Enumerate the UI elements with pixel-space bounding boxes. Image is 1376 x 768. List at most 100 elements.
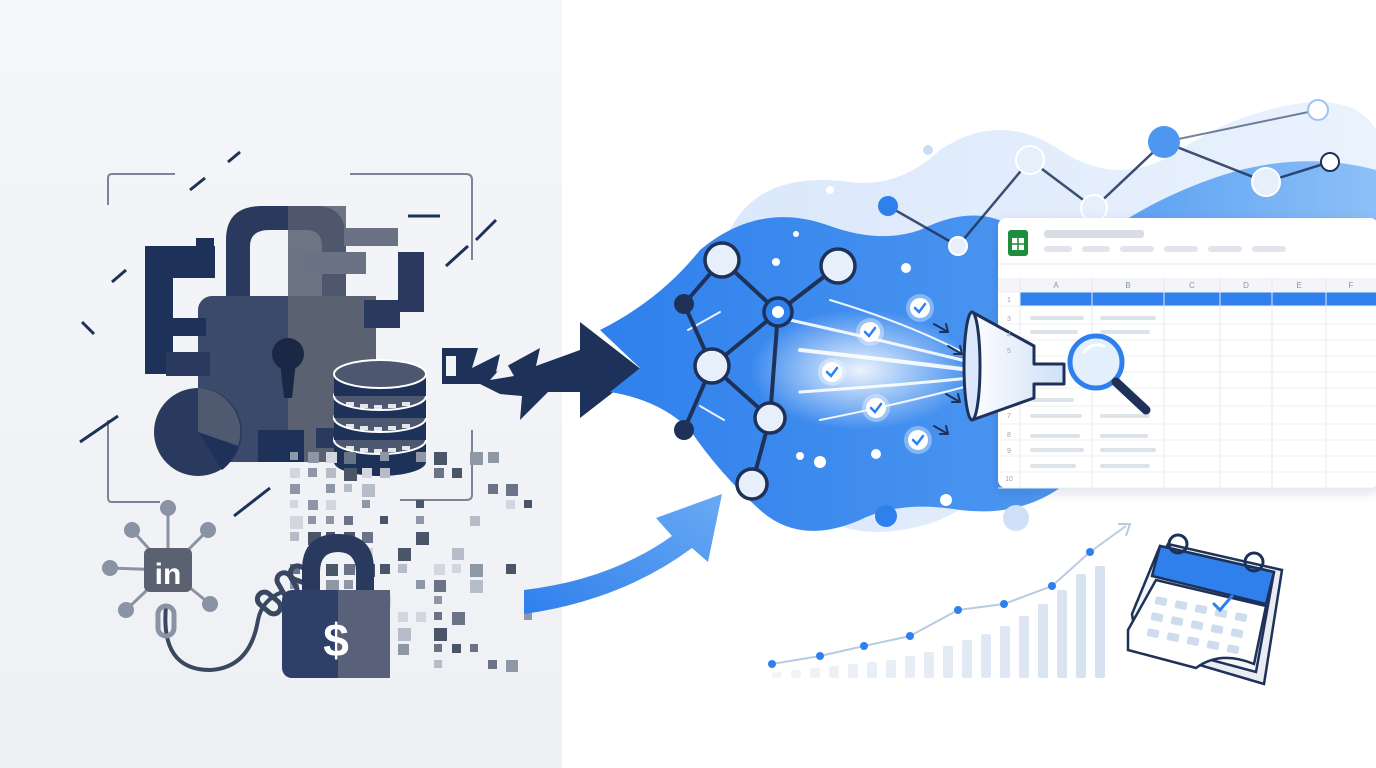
pixel-fragment bbox=[452, 548, 464, 560]
growth-chart bbox=[768, 523, 1132, 678]
pixel-fragment bbox=[344, 484, 352, 492]
pixel-fragment bbox=[398, 644, 409, 655]
pixel-fragment bbox=[470, 580, 483, 593]
trend-point bbox=[1048, 582, 1056, 590]
growth-bar bbox=[848, 664, 858, 678]
security-frame bbox=[79, 150, 498, 518]
linkedin-network: in bbox=[102, 500, 218, 618]
pixel-fragment bbox=[308, 500, 318, 510]
pixel-fragment bbox=[362, 532, 373, 543]
pixel-fragment bbox=[452, 564, 461, 573]
pixel-fragment bbox=[452, 468, 462, 478]
pixel-fragment bbox=[434, 596, 442, 604]
growth-bar bbox=[1057, 590, 1067, 678]
jagged-arrow bbox=[442, 322, 642, 420]
growth-bar bbox=[924, 652, 934, 678]
check-badge bbox=[906, 294, 934, 322]
growth-bar bbox=[772, 672, 782, 678]
pixel-fragment bbox=[398, 548, 411, 561]
pixel-fragment bbox=[326, 468, 336, 478]
flow-arrow bbox=[933, 425, 949, 435]
growth-bar bbox=[1076, 574, 1086, 678]
pixel-fragment bbox=[488, 452, 499, 463]
linkedin-label: in bbox=[155, 558, 182, 591]
pixel-fragment bbox=[344, 516, 353, 525]
pixel-fragment bbox=[434, 660, 442, 668]
pixel-fragment bbox=[380, 564, 390, 574]
pixel-fragment bbox=[344, 580, 353, 589]
pixel-fragment bbox=[380, 452, 389, 461]
pixel-fragment bbox=[524, 612, 532, 620]
pixel-fragment bbox=[326, 516, 334, 524]
pixel-fragment bbox=[452, 644, 461, 653]
pixel-fragment bbox=[488, 484, 498, 494]
pixel-fragment bbox=[380, 468, 390, 478]
spreadsheet-icon bbox=[1008, 230, 1028, 256]
pixel-fragment bbox=[362, 484, 375, 497]
pixel-fragment bbox=[290, 468, 300, 478]
growth-bar bbox=[867, 662, 877, 678]
trend-point bbox=[816, 652, 824, 660]
pixel-fragment bbox=[434, 564, 445, 575]
pixel-fragment bbox=[470, 452, 483, 465]
pixel-fragment bbox=[416, 452, 426, 462]
pixel-fragment bbox=[344, 452, 356, 464]
calendar-icon bbox=[1126, 533, 1284, 686]
pixel-fragment bbox=[470, 644, 478, 652]
trend-network bbox=[875, 99, 1340, 531]
pixel-fragment bbox=[506, 564, 516, 574]
pixel-fragment bbox=[398, 564, 407, 573]
growth-bar bbox=[1095, 566, 1105, 678]
trend-point bbox=[768, 660, 776, 668]
pixel-fragment bbox=[416, 532, 429, 545]
network-graph bbox=[674, 145, 933, 501]
pixel-fragment bbox=[326, 580, 339, 593]
growth-bar bbox=[791, 670, 801, 678]
curved-arrow bbox=[524, 494, 722, 614]
check-badge bbox=[818, 358, 846, 386]
magnifier-icon bbox=[1067, 333, 1151, 415]
pixel-fragment bbox=[326, 500, 336, 510]
pixel-fragment bbox=[344, 468, 357, 481]
linkedin-icon bbox=[144, 548, 192, 592]
pixel-fragment bbox=[524, 500, 532, 508]
spreadsheet bbox=[998, 230, 1376, 489]
pixel-fragment bbox=[308, 468, 317, 477]
pixel-fragment bbox=[290, 516, 303, 529]
pixel-fragment bbox=[416, 500, 424, 508]
pixel-fragment bbox=[488, 660, 497, 669]
dollar-symbol: $ bbox=[323, 614, 349, 666]
pixel-fragment bbox=[380, 516, 388, 524]
pixel-fragment bbox=[326, 564, 338, 576]
pixel-fragment bbox=[344, 564, 355, 575]
check-badge bbox=[904, 426, 932, 454]
pixel-fragment bbox=[308, 452, 319, 463]
pie-icon bbox=[154, 388, 242, 476]
trend-point bbox=[954, 606, 962, 614]
funnel-icon bbox=[962, 310, 1066, 422]
growth-bar bbox=[905, 656, 915, 678]
pixel-fragment bbox=[326, 484, 335, 493]
trend-point bbox=[1000, 600, 1008, 608]
check-badge bbox=[856, 318, 884, 346]
pixel-fragment bbox=[452, 612, 465, 625]
pixel-fragment bbox=[416, 516, 424, 524]
pixel-fragment bbox=[506, 660, 518, 672]
growth-bar bbox=[1038, 604, 1048, 678]
lock-icon bbox=[145, 206, 424, 462]
flow-arrow bbox=[947, 345, 963, 355]
pixel-fragment bbox=[308, 516, 316, 524]
growth-bar bbox=[810, 668, 820, 678]
growth-bar bbox=[962, 640, 972, 678]
database-icon bbox=[333, 359, 427, 476]
growth-bar bbox=[943, 646, 953, 678]
pixel-fragment bbox=[362, 468, 372, 478]
growth-bar bbox=[829, 666, 839, 678]
pixel-fragment bbox=[506, 500, 515, 509]
pixel-fragment bbox=[290, 484, 300, 494]
growth-bar bbox=[886, 660, 896, 678]
pixel-fragment bbox=[290, 532, 299, 541]
pixel-fragment bbox=[434, 628, 447, 641]
